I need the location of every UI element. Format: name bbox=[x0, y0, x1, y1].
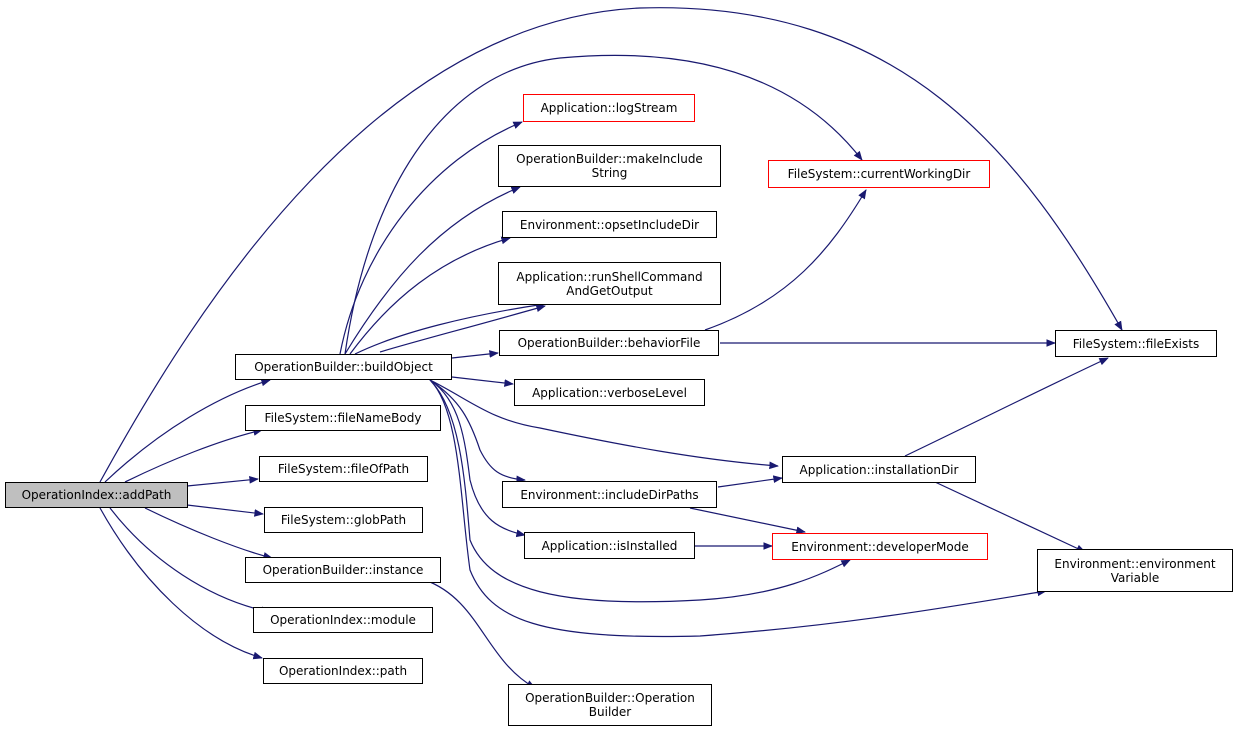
node-filesystem-fileexists[interactable]: FileSystem::fileExists bbox=[1055, 330, 1217, 357]
edge-addpath-filenamebody bbox=[124, 428, 263, 483]
node-operationindex-module[interactable]: OperationIndex::module bbox=[253, 607, 433, 633]
edge-installdir-fileexists bbox=[904, 357, 1109, 457]
edge-addpath-instance bbox=[144, 507, 273, 560]
edge-buildobject-behavior bbox=[379, 304, 546, 353]
node-operationindex-path[interactable]: OperationIndex::path bbox=[263, 658, 423, 684]
node-operationbuilder-makeincludestring[interactable]: OperationBuilder::makeInclude String bbox=[498, 145, 721, 187]
node-environment-opsetincludedir[interactable]: Environment::opsetIncludeDir bbox=[502, 211, 717, 238]
edge-addpath-buildobject bbox=[104, 378, 271, 483]
edge-buildobject-envvar bbox=[429, 379, 1047, 638]
edge-addpath-fileofpath bbox=[186, 476, 259, 487]
edge-buildobject-behaviorfile bbox=[451, 350, 499, 359]
node-environment-developermode[interactable]: Environment::developerMode bbox=[772, 533, 988, 560]
node-filesystem-globpath[interactable]: FileSystem::globPath bbox=[264, 507, 423, 533]
edge-buildobject-logstream bbox=[339, 121, 523, 355]
edge-buildobject-installdir bbox=[429, 379, 779, 470]
edge-addpath-globpath bbox=[186, 504, 264, 517]
edge-instance-ctor bbox=[424, 579, 536, 689]
node-environment-includedirpaths[interactable]: Environment::includeDirPaths bbox=[502, 481, 717, 508]
edge-buildobject-opset bbox=[349, 236, 511, 355]
node-operationbuilder-instance[interactable]: OperationBuilder::instance bbox=[245, 557, 441, 583]
edge-buildobject-includedir bbox=[429, 379, 526, 484]
edge-addpath-module bbox=[109, 507, 271, 615]
edge-buildobject-devmode bbox=[429, 379, 851, 603]
node-application-runshellcommandandgetoutput[interactable]: Application::runShellCommand AndGetOutpu… bbox=[498, 262, 721, 305]
node-filesystem-currentworkingdir[interactable]: FileSystem::currentWorkingDir bbox=[768, 160, 990, 188]
node-operationbuilder-behaviorfile[interactable]: OperationBuilder::behaviorFile bbox=[499, 330, 719, 356]
edge-installdir-envvar bbox=[934, 481, 1086, 553]
edge-buildobject-cwd bbox=[344, 54, 863, 355]
edge-includedir-devmode bbox=[689, 507, 806, 534]
edge-buildobject-verbose bbox=[451, 376, 514, 387]
edge-buildobject-runshell bbox=[354, 301, 546, 355]
edge-addpath-fileexists bbox=[99, 7, 1123, 483]
node-application-logstream[interactable]: Application::logStream bbox=[523, 94, 695, 122]
node-operationindex-addpath: OperationIndex::addPath bbox=[5, 482, 188, 508]
edge-buildobject-isinstalled bbox=[429, 379, 526, 538]
node-filesystem-fileofpath[interactable]: FileSystem::fileOfPath bbox=[259, 456, 428, 482]
edge-behaviorfile-cwd bbox=[704, 189, 867, 331]
node-application-verboselevel[interactable]: Application::verboseLevel bbox=[514, 379, 705, 406]
node-application-installationdir[interactable]: Application::installationDir bbox=[782, 456, 976, 483]
node-filesystem-filenamebody[interactable]: FileSystem::fileNameBody bbox=[245, 405, 441, 431]
edge-buildobject-makeinclude bbox=[344, 186, 521, 355]
edge-includedir-installdir bbox=[717, 475, 783, 488]
node-environment-environmentvariable[interactable]: Environment::environment Variable bbox=[1037, 549, 1233, 592]
node-application-isinstalled[interactable]: Application::isInstalled bbox=[524, 532, 695, 559]
edge-addpath-path bbox=[99, 507, 263, 660]
node-operationbuilder-buildobject[interactable]: OperationBuilder::buildObject bbox=[235, 354, 452, 380]
node-operationbuilder-operationbuilder[interactable]: OperationBuilder::Operation Builder bbox=[508, 684, 712, 726]
